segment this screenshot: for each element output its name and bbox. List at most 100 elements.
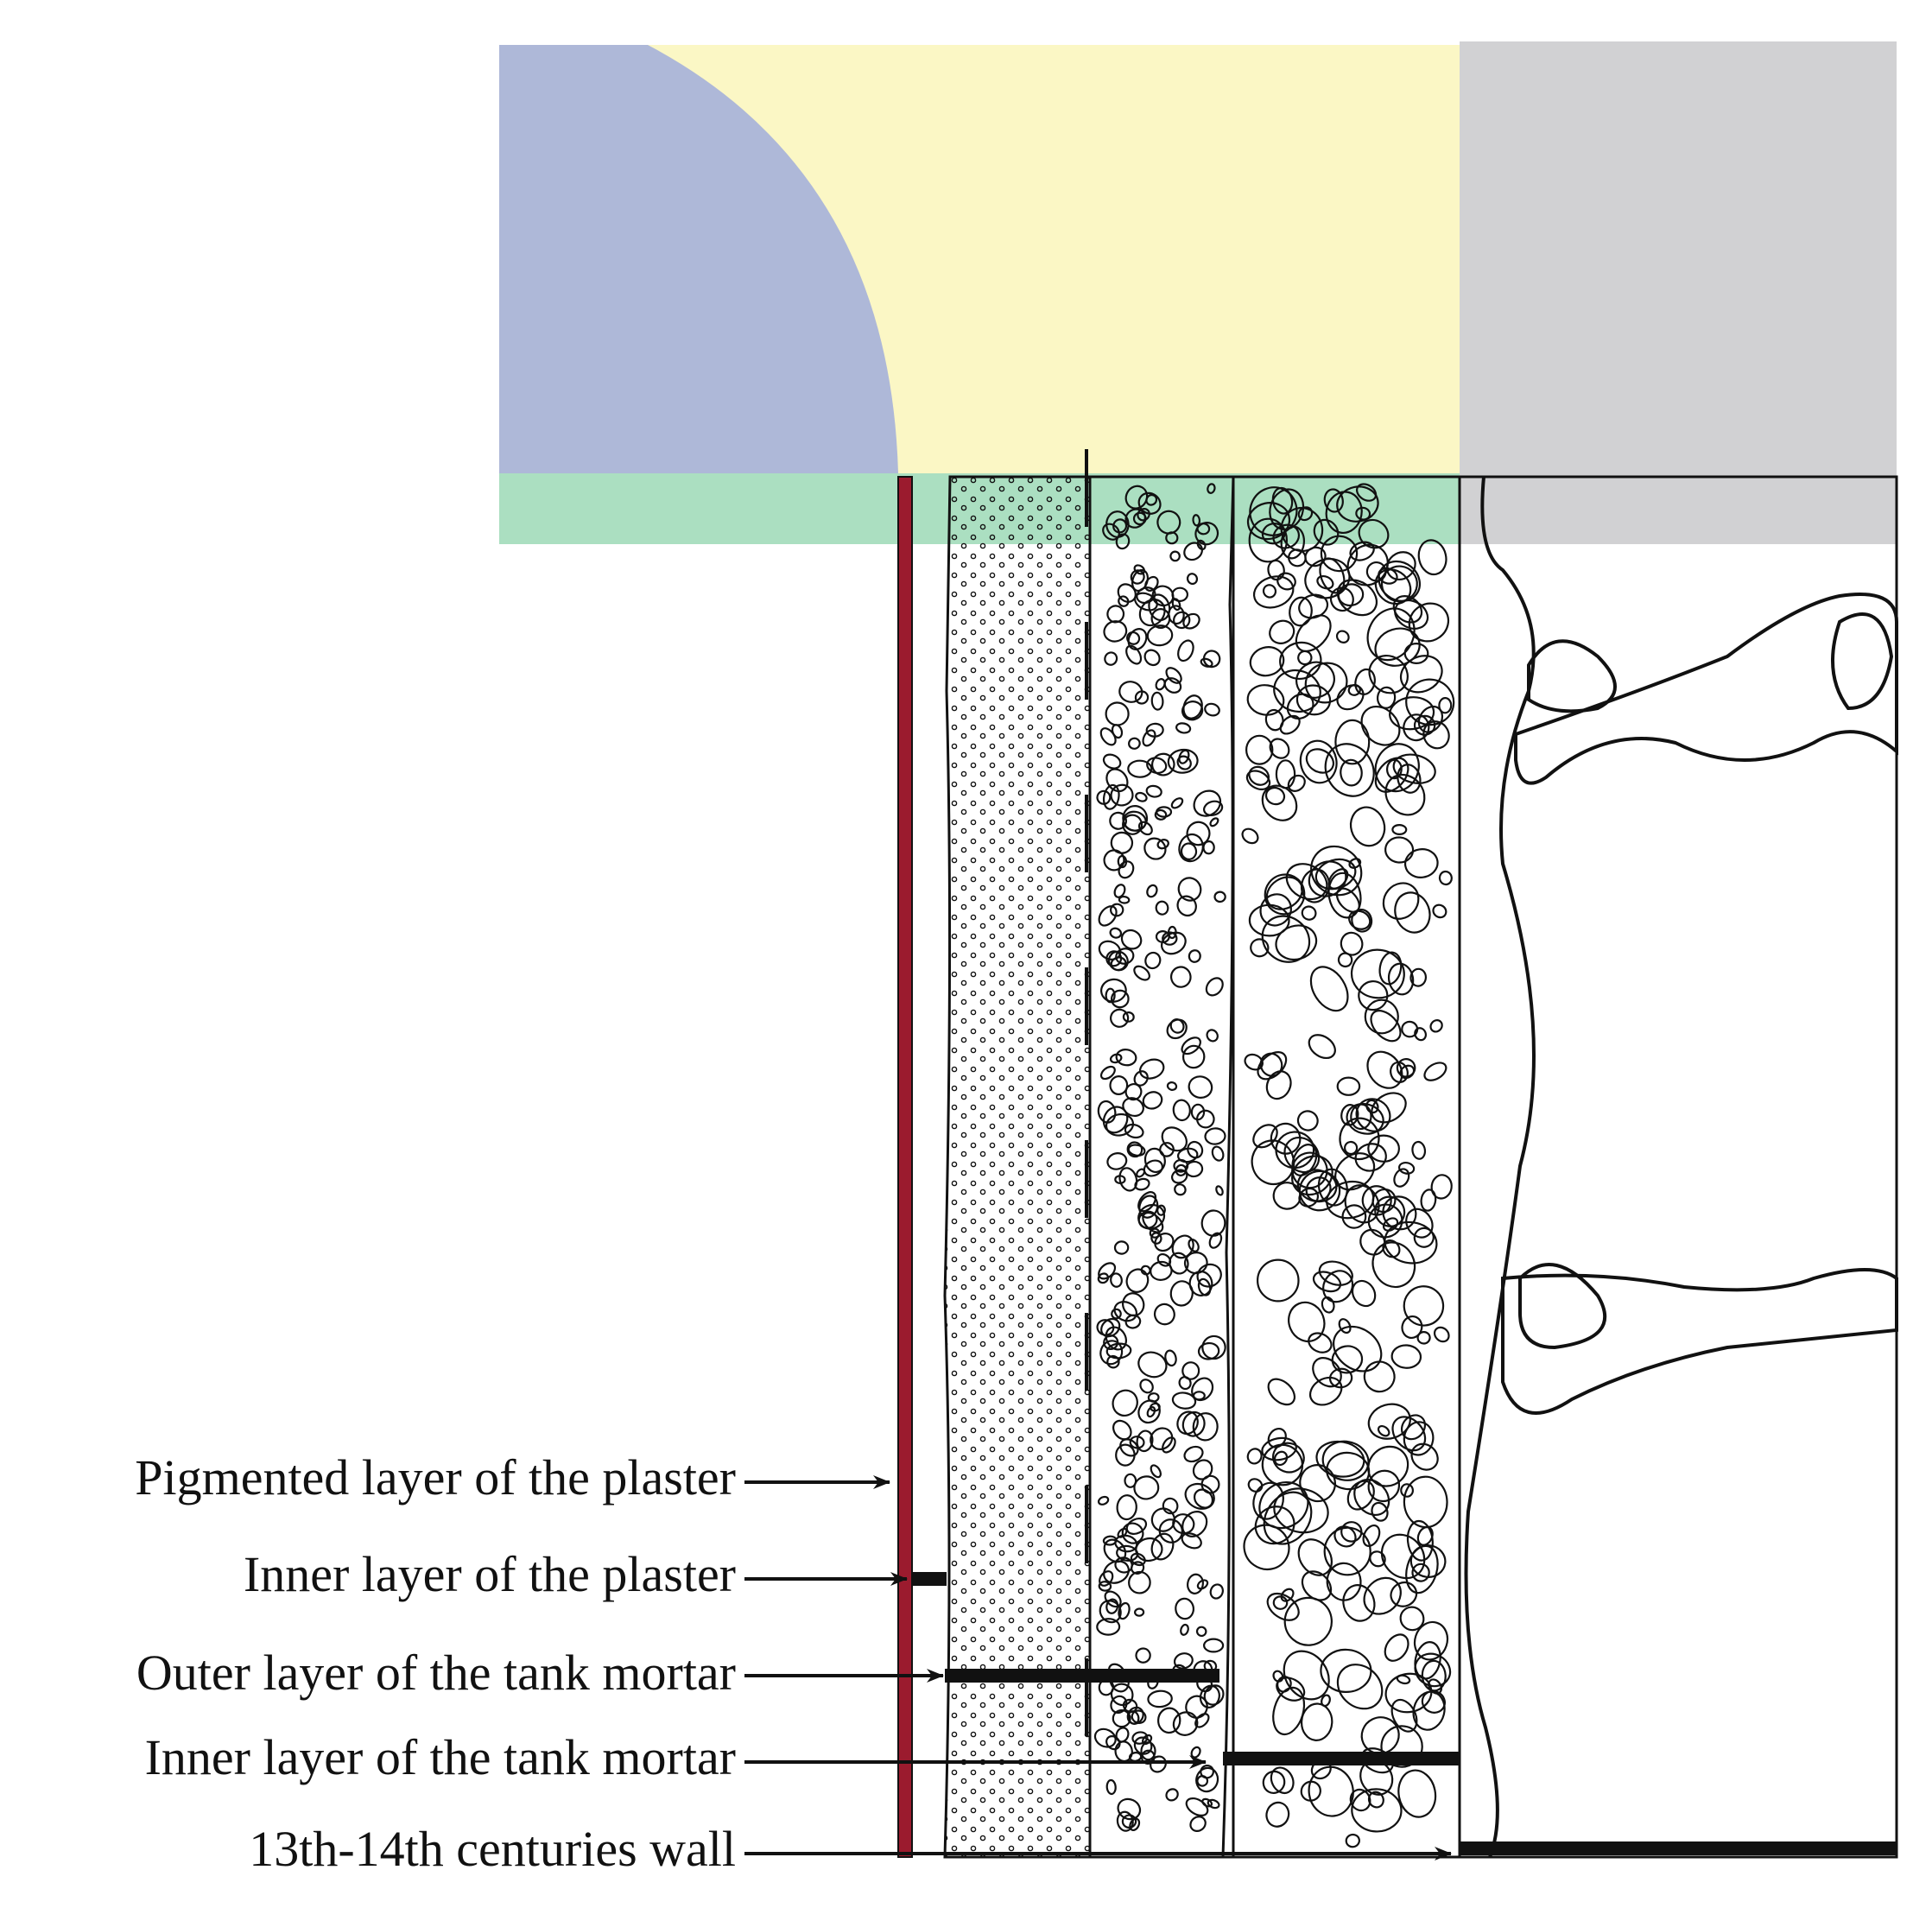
pebble — [1188, 1075, 1213, 1099]
pebble — [1105, 1778, 1117, 1796]
pebble — [1106, 1354, 1120, 1369]
pebble — [1374, 1195, 1406, 1227]
pebble — [1272, 1686, 1306, 1736]
pebble — [1364, 998, 1399, 1035]
pebble — [1144, 951, 1162, 970]
pebble — [1158, 1518, 1183, 1544]
pebble — [1102, 1106, 1129, 1134]
pebble — [1127, 628, 1148, 650]
pebble — [1150, 1260, 1173, 1281]
pebble — [1252, 1481, 1284, 1520]
label-outer-tank-mortar: Outer layer of the tank mortar — [136, 1645, 736, 1701]
pebble — [1350, 1103, 1372, 1131]
pebble — [1138, 599, 1166, 627]
pebble — [1148, 593, 1171, 621]
pebble — [1369, 1550, 1386, 1568]
pebble — [1248, 903, 1290, 937]
pebble — [1333, 1525, 1357, 1548]
pebble — [1143, 1147, 1166, 1174]
pebble — [1287, 774, 1306, 792]
pebble — [1363, 1576, 1402, 1615]
pebble — [1106, 1152, 1128, 1170]
pebble — [1110, 903, 1124, 917]
pebble — [1105, 987, 1116, 1004]
pebble — [1128, 737, 1141, 750]
pebble — [1105, 701, 1130, 726]
pebble — [1171, 1234, 1194, 1259]
pebble — [1382, 1239, 1401, 1258]
pebble — [1180, 842, 1198, 860]
pebble — [1136, 1429, 1154, 1453]
pebble — [1110, 989, 1130, 1009]
pebble — [1156, 510, 1181, 535]
pebble — [1273, 1450, 1289, 1467]
pebble — [1144, 575, 1159, 592]
pebble — [1185, 1797, 1209, 1817]
pebble — [1192, 1391, 1206, 1401]
pebble — [1145, 493, 1158, 506]
label-inner-tank-mortar: Inner layer of the tank mortar — [145, 1729, 736, 1785]
pebble — [1371, 1501, 1389, 1522]
pebble — [1192, 514, 1201, 527]
pebble — [1112, 1708, 1131, 1728]
pebble — [1150, 1755, 1167, 1773]
pebble — [1208, 1232, 1223, 1249]
pebble — [1413, 1227, 1435, 1248]
pebble — [1118, 595, 1130, 607]
pebble — [1326, 1562, 1362, 1601]
pebble — [1138, 1058, 1165, 1080]
pebble — [1316, 574, 1334, 590]
wall-stone-3 — [1518, 1263, 1607, 1350]
pebble — [1192, 1459, 1213, 1480]
pebble — [1113, 884, 1126, 898]
pebble — [1308, 1332, 1333, 1353]
pebble — [1301, 1570, 1333, 1601]
pebble — [1308, 1376, 1343, 1406]
pebble — [1172, 1711, 1199, 1736]
pebble — [1247, 1478, 1264, 1493]
pebble — [1275, 759, 1296, 789]
pebble — [1323, 1526, 1371, 1576]
pebble — [1116, 1544, 1139, 1562]
pebble — [1288, 1301, 1326, 1343]
wall-bar — [1460, 1841, 1897, 1855]
pebble — [1098, 1262, 1117, 1280]
pebble — [1138, 1195, 1159, 1219]
pebble — [1300, 1702, 1333, 1741]
pebble — [1155, 900, 1169, 916]
pebble — [1105, 1112, 1135, 1137]
pebble — [1283, 1136, 1321, 1174]
pebble — [1124, 508, 1146, 529]
pebble — [1405, 1208, 1434, 1239]
pebble — [1135, 791, 1148, 802]
pebble — [1351, 1788, 1403, 1833]
pebble — [1422, 720, 1450, 750]
pebble — [1354, 668, 1376, 695]
pebble — [1244, 1053, 1264, 1071]
pebble — [1349, 541, 1375, 561]
pebble — [1256, 1258, 1300, 1303]
pebble — [1184, 1482, 1215, 1510]
pebble — [1399, 655, 1443, 694]
pebble — [1177, 877, 1202, 902]
pebble — [1374, 568, 1412, 605]
pebble — [1417, 539, 1447, 576]
pebble — [1263, 1491, 1313, 1545]
pebble — [1188, 1238, 1200, 1252]
pebble — [1103, 849, 1125, 872]
pebble — [1127, 759, 1153, 778]
pebble — [1126, 1141, 1143, 1158]
pebble — [1119, 1438, 1139, 1457]
pebble — [1248, 765, 1270, 786]
pebble — [1133, 1475, 1160, 1500]
pebble — [1305, 748, 1335, 774]
pebble — [1400, 1414, 1427, 1441]
pebble — [1340, 1521, 1363, 1543]
pebble — [1313, 518, 1340, 546]
pebble — [1400, 1483, 1415, 1498]
pebble — [1280, 525, 1305, 560]
pebble — [1100, 978, 1127, 1003]
pebble — [1120, 929, 1143, 950]
pebble — [1345, 1833, 1360, 1848]
pebble — [1187, 1573, 1204, 1594]
